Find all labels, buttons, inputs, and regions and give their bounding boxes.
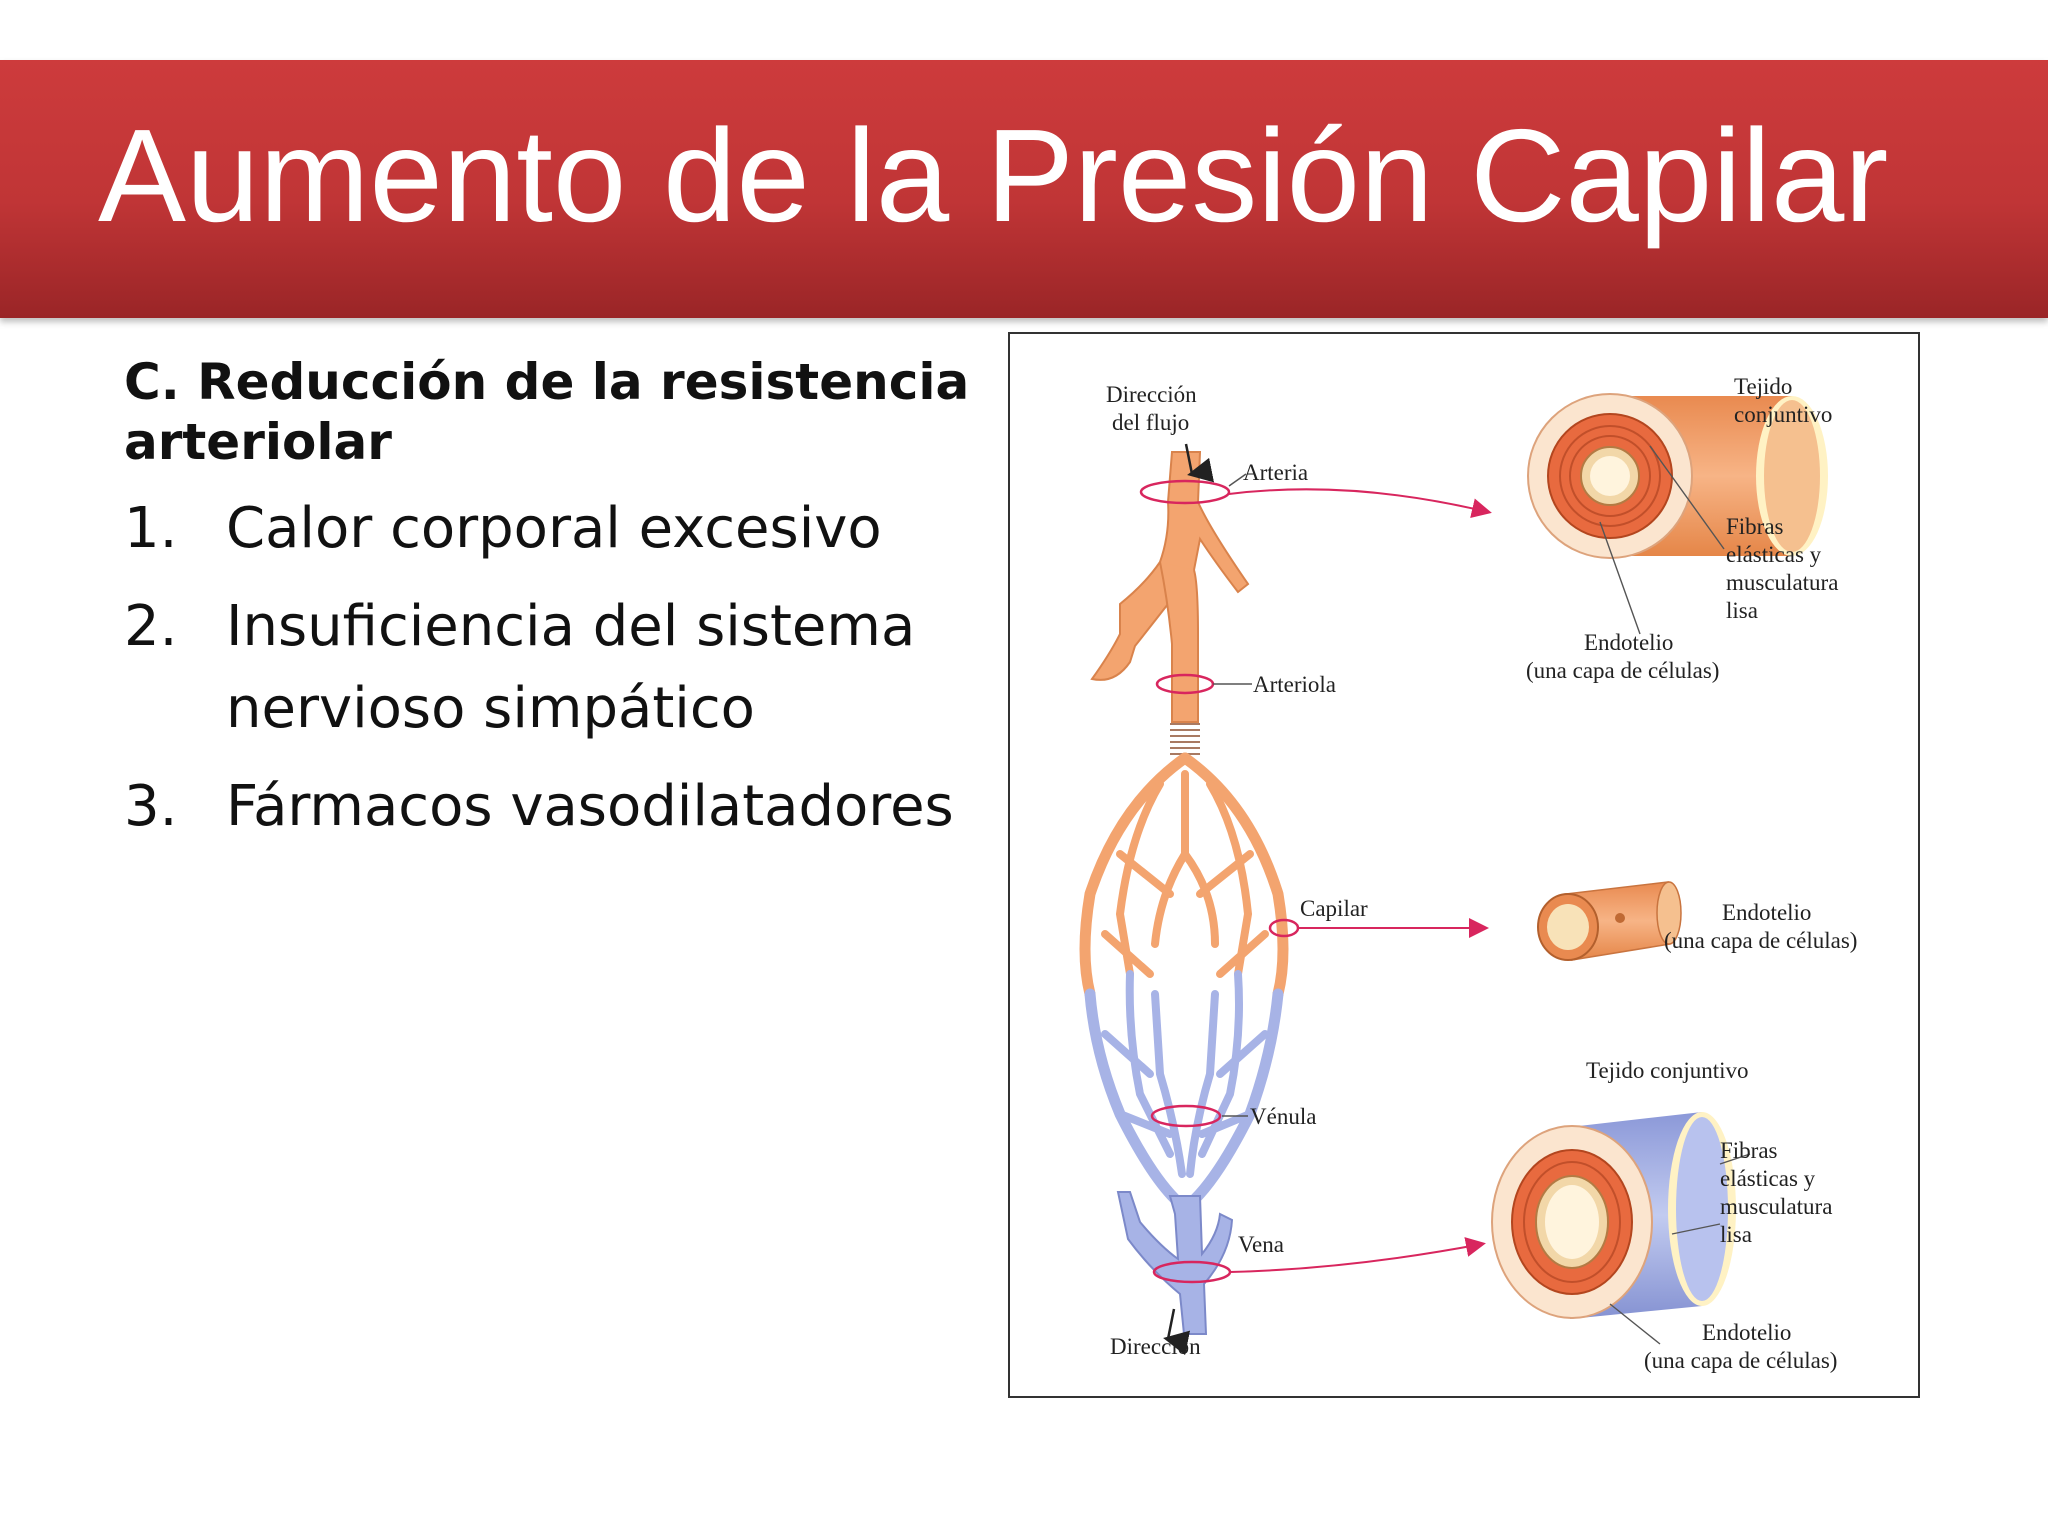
label-vein-fibers-3: musculatura bbox=[1720, 1194, 1832, 1219]
capillary-network bbox=[1079, 752, 1289, 1205]
label-direction-bottom: Dirección bbox=[1110, 1334, 1201, 1359]
label-vein-endothelium-2: (una capa de células) bbox=[1644, 1348, 1837, 1373]
pointer-arrows bbox=[1228, 488, 1492, 1273]
label-arteriole: Arteriola bbox=[1253, 672, 1336, 697]
list-item: 3. Fármacos vasodilatadores bbox=[124, 766, 984, 848]
label-artery-connective-2: conjuntivo bbox=[1734, 402, 1832, 427]
label-artery-fibers-3: musculatura bbox=[1726, 570, 1838, 595]
list-number: 3. bbox=[124, 774, 178, 839]
list-text: Insuficiencia del sistema nervioso simpá… bbox=[226, 594, 916, 741]
label-venule: Vénula bbox=[1250, 1104, 1316, 1129]
vessel-illustration: Dirección del flujo Arteria Arteriola Ca… bbox=[1079, 374, 1857, 1373]
diagram-labels: Dirección del flujo Arteria Arteriola Ca… bbox=[1106, 374, 1857, 1373]
leader-lines bbox=[1213, 473, 1252, 1117]
label-artery-endothelium-1: Endotelio bbox=[1584, 630, 1673, 655]
list-item: 2. Insuficiencia del sistema nervioso si… bbox=[124, 586, 984, 750]
label-capillary-endothelium-2: (una capa de células) bbox=[1664, 928, 1857, 953]
vein-cross-section bbox=[1491, 1112, 1736, 1319]
label-vein-endothelium-1: Endotelio bbox=[1702, 1320, 1791, 1345]
artery-branch bbox=[1090, 451, 1250, 723]
list-text: Fármacos vasodilatadores bbox=[226, 774, 954, 839]
list-item: 1. Calor corporal excesivo bbox=[124, 488, 984, 570]
label-artery-fibers-1: Fibras bbox=[1726, 514, 1784, 539]
section-markers bbox=[1139, 479, 1300, 1284]
label-artery-fibers-4: lisa bbox=[1726, 598, 1758, 623]
label-artery-fibers-2: elásticas y bbox=[1726, 542, 1822, 567]
slide-content: C. Reducción de la resistencia arteriola… bbox=[124, 352, 984, 864]
label-flow-direction-2: del flujo bbox=[1112, 410, 1189, 435]
label-artery: Arteria bbox=[1243, 460, 1308, 485]
label-vein-fibers-1: Fibras bbox=[1720, 1138, 1778, 1163]
label-vein-fibers-2: elásticas y bbox=[1720, 1166, 1816, 1191]
label-capillary-endothelium-1: Endotelio bbox=[1722, 900, 1811, 925]
cause-list: 1. Calor corporal excesivo 2. Insuficien… bbox=[124, 488, 984, 848]
list-text: Calor corporal excesivo bbox=[226, 496, 882, 561]
label-flow-direction-1: Dirección bbox=[1106, 382, 1197, 407]
slide-title: Aumento de la Presión Capilar bbox=[98, 102, 1889, 249]
flow-arrows bbox=[1163, 443, 1215, 1356]
list-number: 2. bbox=[124, 594, 178, 659]
label-vein-fibers-4: lisa bbox=[1720, 1222, 1752, 1247]
artery-cross-section bbox=[1527, 393, 1828, 559]
vessel-diagram: Dirección del flujo Arteria Arteriola Ca… bbox=[1008, 332, 1920, 1398]
label-vein-connective: Tejido conjuntivo bbox=[1586, 1058, 1749, 1083]
label-artery-connective-1: Tejido bbox=[1734, 374, 1792, 399]
capillary-cross-section bbox=[1537, 881, 1682, 961]
label-capillary: Capilar bbox=[1300, 896, 1368, 921]
label-artery-endothelium-2: (una capa de células) bbox=[1526, 658, 1719, 683]
cross-section-leaders bbox=[1599, 445, 1751, 1345]
title-banner: Aumento de la Presión Capilar bbox=[0, 60, 2048, 318]
arteriole-rings bbox=[1170, 723, 1200, 755]
list-number: 1. bbox=[124, 496, 178, 561]
label-vein: Vena bbox=[1238, 1232, 1284, 1257]
subheading: C. Reducción de la resistencia arteriola… bbox=[124, 353, 970, 471]
